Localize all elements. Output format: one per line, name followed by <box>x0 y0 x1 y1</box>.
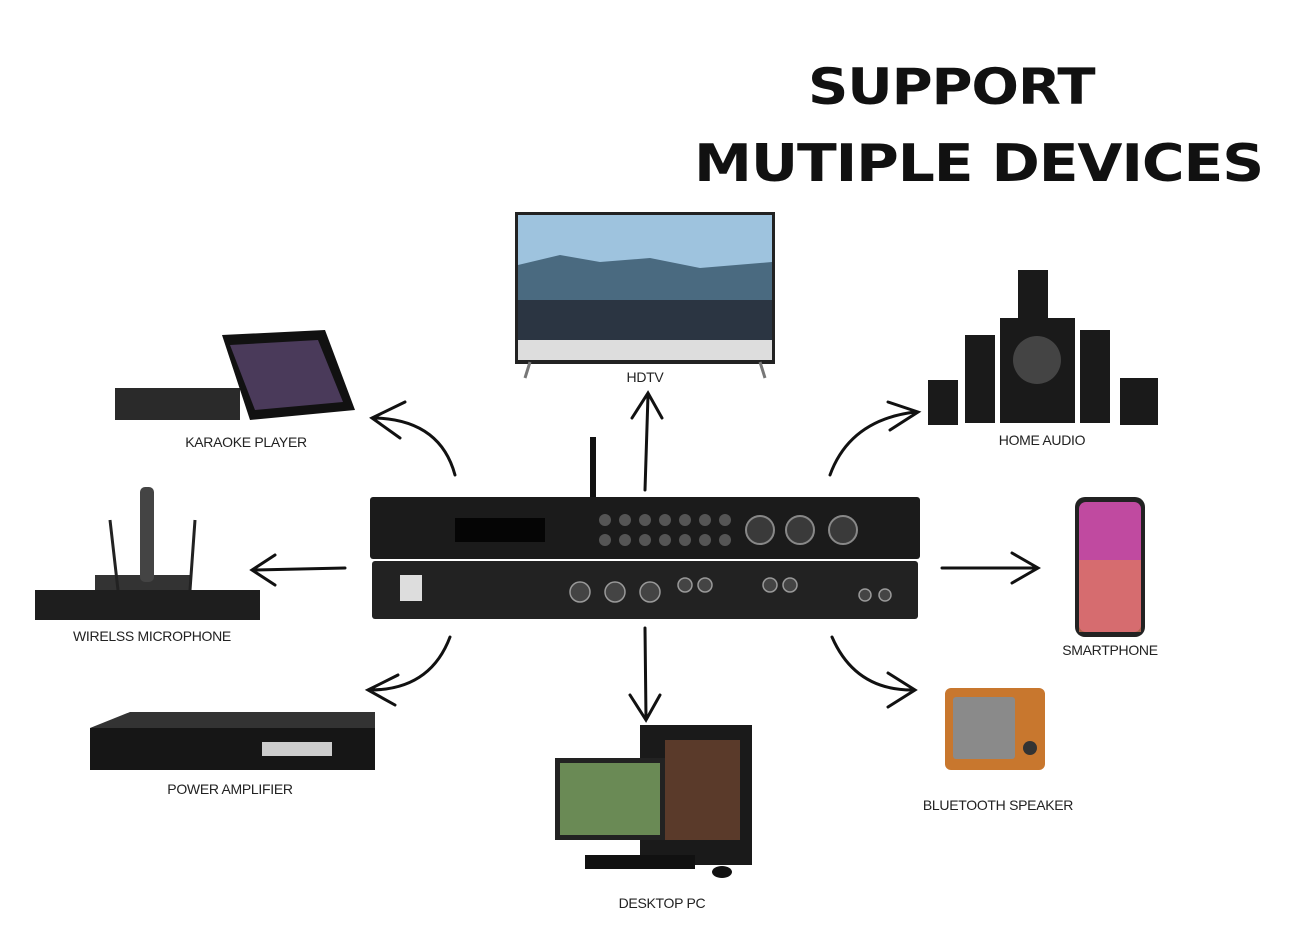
arrow-amp <box>364 635 452 707</box>
smartphone-image <box>1075 497 1145 637</box>
arrow-pc <box>628 626 662 723</box>
karaoke-player-image <box>115 330 355 420</box>
hdtv-image <box>515 212 775 379</box>
desktop-pc-image <box>555 725 752 878</box>
arrow-phone <box>940 551 1042 585</box>
label-karaoke-player: KARAOKE PLAYER <box>185 434 307 450</box>
label-smartphone: SMARTPHONE <box>1062 642 1158 658</box>
title-line-1: SUPPORT <box>808 58 1096 116</box>
arrow-mic <box>249 553 347 587</box>
arrow-bt <box>830 635 918 709</box>
label-bluetooth-speaker: BLUETOOTH SPEAKER <box>922 797 1074 813</box>
label-wireless-microphone: WIRELSS MICROPHONE <box>73 628 231 644</box>
label-desktop-pc: DESKTOP PC <box>618 895 706 911</box>
central-karaoke-mixer <box>370 437 920 619</box>
label-power-amplifier: POWER AMPLIFIER <box>167 781 293 797</box>
power-amplifier-image <box>90 712 375 770</box>
label-hdtv: HDTV <box>626 369 664 385</box>
title-line-2: MUTIPLE DEVICES <box>694 134 1264 194</box>
arrow-home-audio <box>828 400 922 477</box>
bluetooth-speaker-image <box>945 688 1045 770</box>
arrow-karaoke <box>369 400 457 477</box>
arrows <box>249 390 1042 723</box>
wireless-microphone-image <box>35 487 260 620</box>
home-audio-image <box>928 270 1158 425</box>
label-home-audio: HOME AUDIO <box>998 432 1086 448</box>
arrow-hdtv <box>630 390 664 492</box>
